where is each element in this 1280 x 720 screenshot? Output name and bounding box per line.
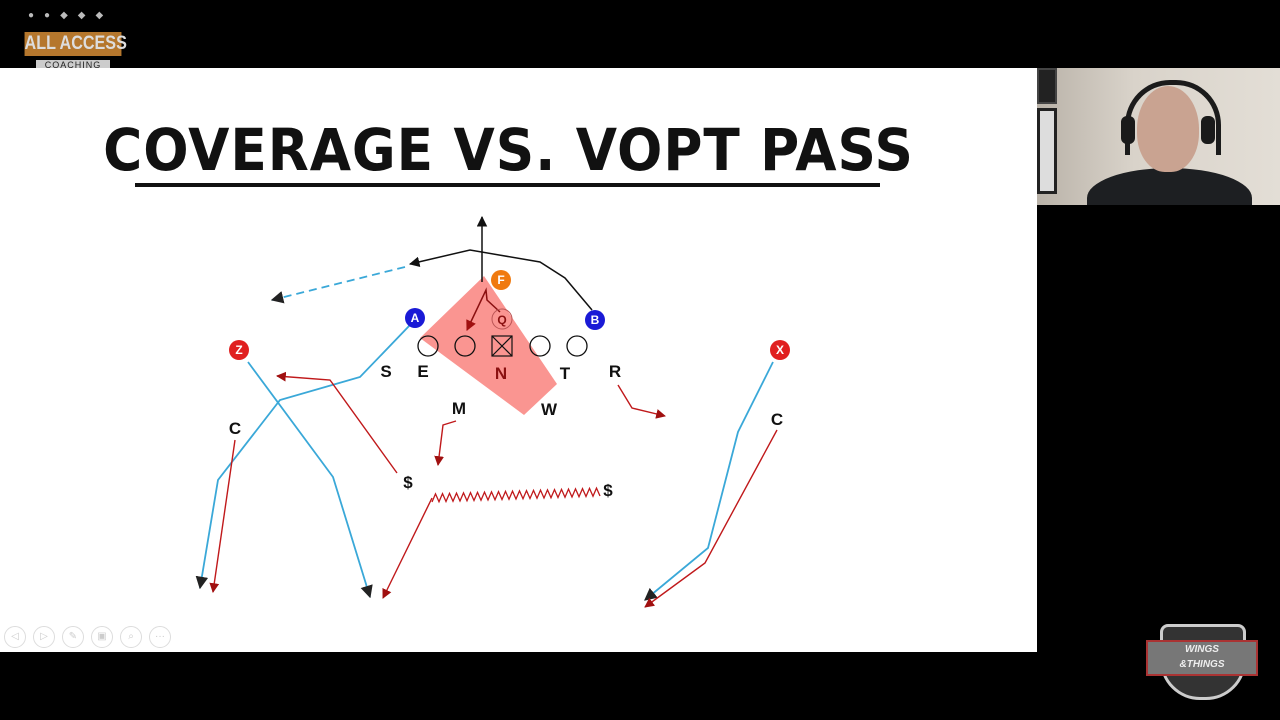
- defender-n: N: [495, 364, 507, 383]
- logo-band: WINGS &THINGS: [1146, 640, 1258, 676]
- logo-line1: WINGS: [1185, 644, 1219, 655]
- coverage-zone: [420, 276, 557, 415]
- defender-t: T: [560, 364, 571, 383]
- zoom-icon[interactable]: ⌕: [120, 626, 142, 648]
- defender-s: S: [380, 362, 391, 381]
- player-q: [491, 308, 513, 330]
- lineman: [454, 335, 476, 357]
- r-route: [617, 384, 666, 419]
- lineman: [529, 335, 551, 357]
- player-q-label: Q: [497, 313, 506, 327]
- a-route: [195, 324, 411, 590]
- player-a-label: A: [411, 311, 420, 325]
- defender-c-left: C: [229, 419, 241, 438]
- defender-w: W: [541, 400, 558, 419]
- corner-right-route: [644, 429, 778, 608]
- safety-route: [276, 371, 398, 474]
- player-b-label: B: [591, 313, 600, 327]
- dollar-route: [382, 497, 433, 599]
- slideshow-controls: ◁ ▷ ✎ ▣ ⌕ ···: [4, 626, 171, 648]
- defender-dollar-left: $: [403, 473, 413, 492]
- qb-route: [466, 287, 501, 331]
- previous-icon[interactable]: ◁: [4, 626, 26, 648]
- lineman: [417, 335, 439, 357]
- defender-dollar-right: $: [603, 481, 613, 500]
- x-route: [644, 361, 774, 601]
- presenter-body: [1087, 168, 1252, 205]
- more-icon[interactable]: ···: [149, 626, 171, 648]
- player-z-label: Z: [235, 343, 242, 357]
- player-x-label: X: [776, 343, 784, 357]
- player-z: [229, 340, 249, 360]
- b-route: [408, 249, 593, 311]
- wings-and-things-logo: WINGS &THINGS: [1146, 622, 1258, 702]
- all-access-coaching-logo: ●●◆◆◆ ALL ACCESS COACHING: [16, 10, 130, 88]
- wall-frame: [1037, 68, 1057, 104]
- defender-m: M: [452, 399, 466, 418]
- z-route: [247, 361, 373, 599]
- headset-ear-icon: [1201, 116, 1215, 144]
- pen-icon[interactable]: ✎: [62, 626, 84, 648]
- player-f: [491, 270, 511, 290]
- wall-frame: [1037, 108, 1057, 194]
- logo-subtext: COACHING: [36, 60, 110, 71]
- dashed-route: [270, 266, 406, 304]
- logo-line2: &THINGS: [1179, 659, 1225, 670]
- headset-ear-icon: [1121, 116, 1135, 144]
- player-f-label: F: [497, 273, 504, 287]
- presenter-webcam: [1037, 68, 1280, 205]
- corner-left-route: [209, 439, 236, 593]
- sports-balls-icon: ●●◆◆◆: [28, 10, 114, 21]
- zigzag-route: [431, 486, 601, 504]
- player-x: [770, 340, 790, 360]
- mike-route: [434, 420, 457, 466]
- next-icon[interactable]: ▷: [33, 626, 55, 648]
- center-lineman: [491, 335, 513, 357]
- defender-c-right: C: [771, 410, 783, 429]
- lineman: [566, 335, 588, 357]
- title-underline: [135, 183, 880, 187]
- slides-icon[interactable]: ▣: [91, 626, 113, 648]
- presentation-slide: COVERAGE VS. VOPT PASS ◁ ▷ ✎ ▣ ⌕ ···: [0, 68, 1037, 652]
- logo-text: ALL ACCESS: [24, 32, 127, 56]
- player-b: [585, 310, 605, 330]
- slide-title: COVERAGE VS. VOPT PASS: [103, 116, 914, 184]
- player-a: [405, 308, 425, 328]
- defender-r: R: [609, 362, 621, 381]
- defender-e: E: [417, 362, 428, 381]
